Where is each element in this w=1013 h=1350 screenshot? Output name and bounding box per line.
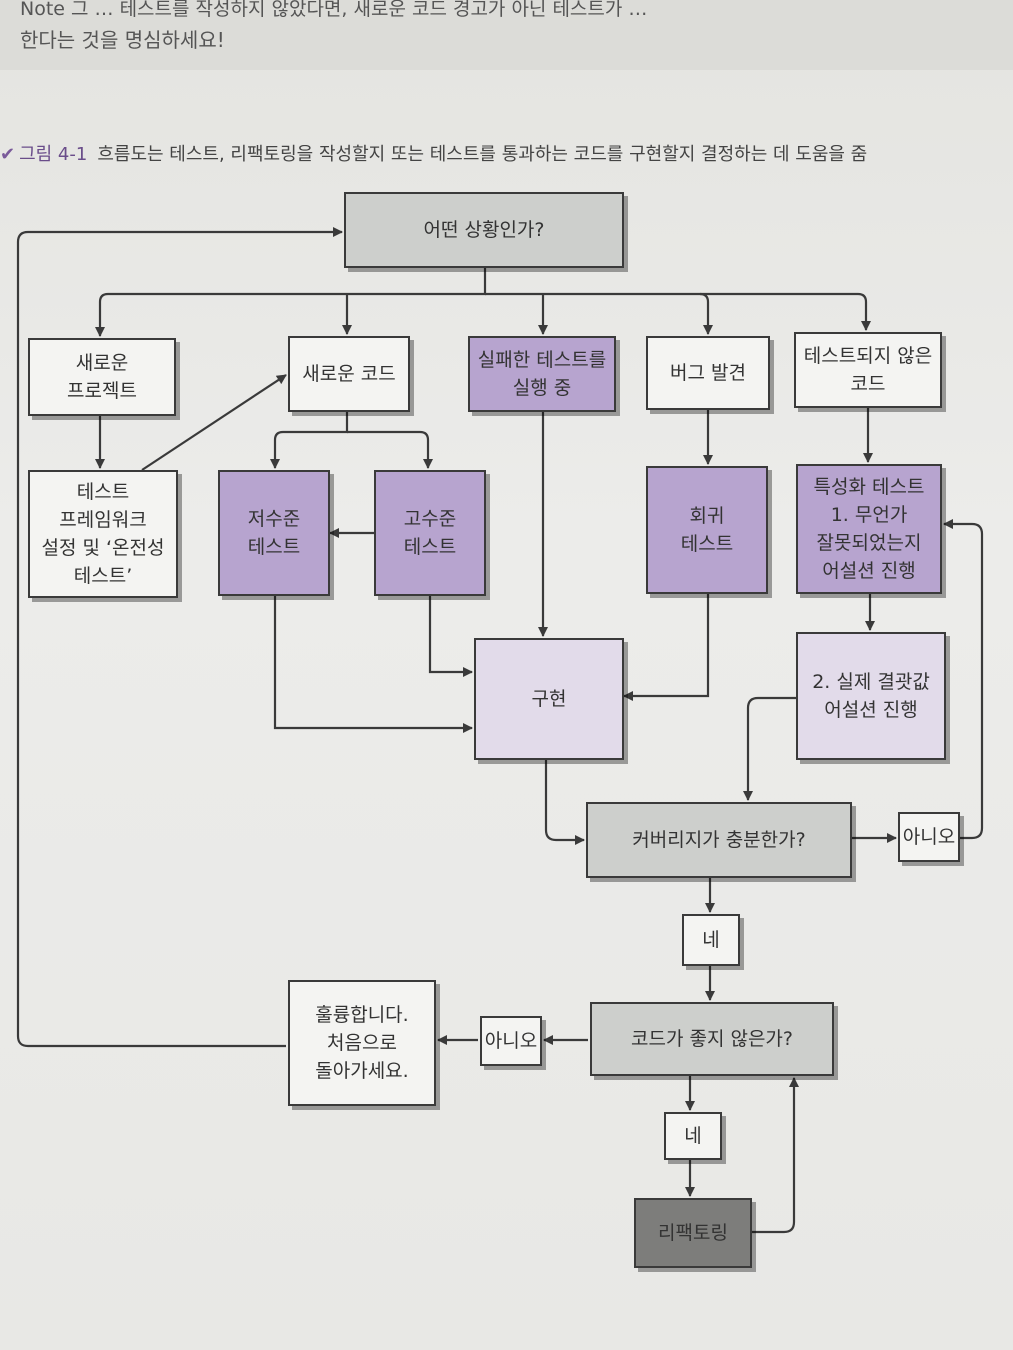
arrow-framework-to-new-code xyxy=(141,374,287,471)
previous-text-band xyxy=(0,0,1013,70)
figure-number: 그림 4-1 xyxy=(19,144,88,165)
arrow-new-code-split xyxy=(270,412,349,469)
node-regression-test: 회귀 테스트 xyxy=(646,466,768,594)
checkmark-icon: ✔ xyxy=(0,144,16,165)
node-coverage-question: 커버리지가 충분한가? xyxy=(586,802,852,878)
node-characterization-test: 특성화 테스트 1. 무언가 잘못되었는지 어설션 진행 xyxy=(796,464,942,594)
arrow-new-code-to-high xyxy=(347,430,433,469)
figure-caption-text: 흐름도는 테스트, 리팩토링을 작성할지 또는 테스트를 통과하는 코드를 구현… xyxy=(97,144,868,165)
arrow-to-new-project xyxy=(95,268,487,337)
arrow-to-bug-found xyxy=(485,292,713,335)
node-implement: 구현 xyxy=(474,638,624,760)
node-start: 어떤 상황인가? xyxy=(344,192,624,268)
node-coverage-no: 아니오 xyxy=(898,812,960,862)
node-new-project: 새로운 프로젝트 xyxy=(28,338,176,416)
node-framework-setup: 테스트 프레임워크 설정 및 ‘온전성 테스트’ xyxy=(28,470,178,598)
node-refactor: 리팩토링 xyxy=(634,1198,752,1268)
node-coverage-yes: 네 xyxy=(682,914,740,966)
previous-note-line-2: 한다는 것을 명심하세요! xyxy=(20,28,225,52)
node-failing-test: 실패한 테스트를 실행 중 xyxy=(468,336,616,412)
node-great: 훌륭합니다. 처음으로 돌아가세요. xyxy=(288,980,436,1106)
node-bad-code-no: 아니오 xyxy=(480,1016,542,1066)
node-bad-code-yes: 네 xyxy=(664,1112,722,1160)
node-high-level-test: 고수준 테스트 xyxy=(374,470,486,596)
arrow-implement-to-coverage xyxy=(544,760,585,845)
arrow-step2-to-coverage xyxy=(743,696,796,801)
node-actual-result-assert: 2. 실제 결괏값 어설션 진행 xyxy=(796,632,946,760)
node-untested-code: 테스트되지 않은 코드 xyxy=(794,332,942,408)
node-bug-found: 버그 발견 xyxy=(646,336,770,410)
arrow-regression-to-implement xyxy=(623,594,710,701)
arrow-low-to-implement xyxy=(273,596,473,733)
arrow-refactor-to-bad-code xyxy=(752,1077,799,1234)
previous-note-line: Note 그 … 테스트를 작성하지 않았다면, 새로운 코드 경고가 아닌 테… xyxy=(20,0,648,20)
figure-caption: ✔그림 4-1 흐름도는 테스트, 리팩토링을 작성할지 또는 테스트를 통과하는… xyxy=(0,140,867,166)
node-low-level-test: 저수준 테스트 xyxy=(218,470,330,596)
arrow-great-to-start xyxy=(16,227,343,1048)
arrow-high-to-implement xyxy=(428,596,473,677)
node-bad-code-question: 코드가 좋지 않은가? xyxy=(590,1002,834,1076)
node-new-code: 새로운 코드 xyxy=(288,336,410,412)
arrow-to-untested-code xyxy=(700,292,871,331)
arrow-no-to-characterization xyxy=(943,519,984,840)
